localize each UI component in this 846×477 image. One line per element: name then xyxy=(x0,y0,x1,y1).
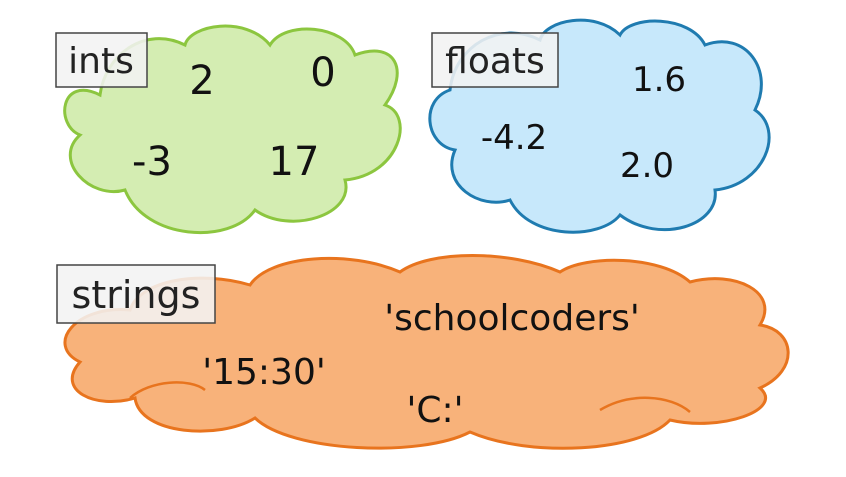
ints-label-box xyxy=(55,32,148,88)
strings-cloud-inner-curve xyxy=(129,381,206,399)
strings-value-schoolcoders: 'schoolcoders' xyxy=(384,298,640,339)
floats-group: 1.6 -4.2 2.0 floats xyxy=(428,18,771,234)
ints-value-0: 0 xyxy=(310,50,335,96)
floats-label-box xyxy=(431,32,559,88)
strings-group: 'schoolcoders' '15:30' 'C:' strings xyxy=(56,254,790,450)
strings-cloud-inner-curve-2 xyxy=(599,396,691,413)
strings-value-1530: '15:30' xyxy=(202,352,326,393)
strings-label-box xyxy=(56,264,216,324)
strings-label: strings xyxy=(72,273,201,317)
floats-value-neg4.2: -4.2 xyxy=(481,118,547,158)
ints-value-17: 17 xyxy=(269,139,320,185)
strings-cloud xyxy=(63,254,790,450)
floats-value-1.6: 1.6 xyxy=(632,60,686,100)
ints-value-neg3: -3 xyxy=(132,139,172,185)
floats-value-2.0: 2.0 xyxy=(620,146,674,186)
floats-label: floats xyxy=(445,41,545,82)
ints-cloud xyxy=(63,24,402,235)
strings-value-c: 'C:' xyxy=(406,390,463,431)
ints-value-2: 2 xyxy=(189,58,214,104)
ints-label: ints xyxy=(68,41,134,82)
ints-group: 2 0 -3 17 ints xyxy=(55,24,402,235)
